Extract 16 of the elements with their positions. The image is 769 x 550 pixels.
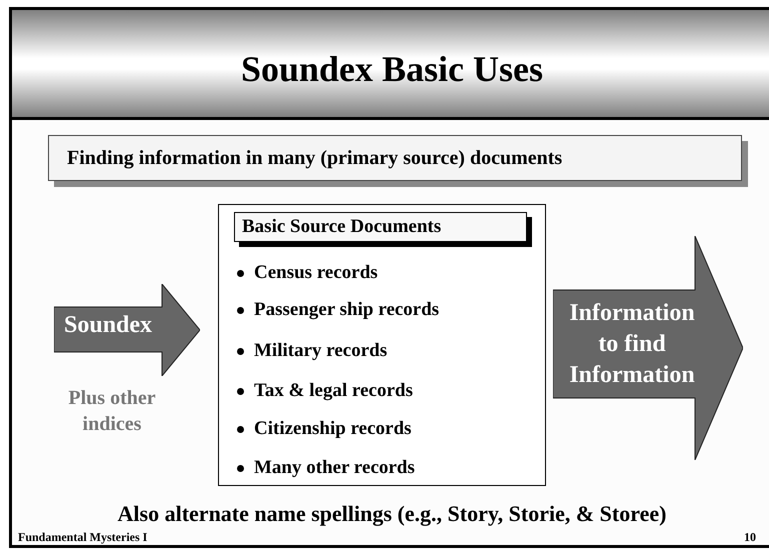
banner-text: Finding information in many (primary source) documents [67,146,562,171]
list-item: Military records [254,339,388,363]
footnote-text: Also alternate name spellings (e.g., Story, Storie, & Storee) [116,500,668,528]
list-item: Many other records [254,456,415,480]
footer-text: Fundamental Mysteries I [18,529,148,546]
list-item: Census records [254,261,378,285]
heading-text: Basic Source Documents [242,214,442,239]
list-item: Citizenship records [254,417,412,441]
slide-title: Soundex Basic Uses [240,48,544,91]
list-item: Tax & legal records [254,379,413,403]
list-box [218,204,546,486]
side-note: Plus other indices [67,386,157,437]
list-item: Passenger ship records [254,298,440,322]
page-number: 10 [744,529,756,546]
arrow-label: Soundex [64,313,152,337]
arrow-label: Information to find Information [568,299,696,390]
